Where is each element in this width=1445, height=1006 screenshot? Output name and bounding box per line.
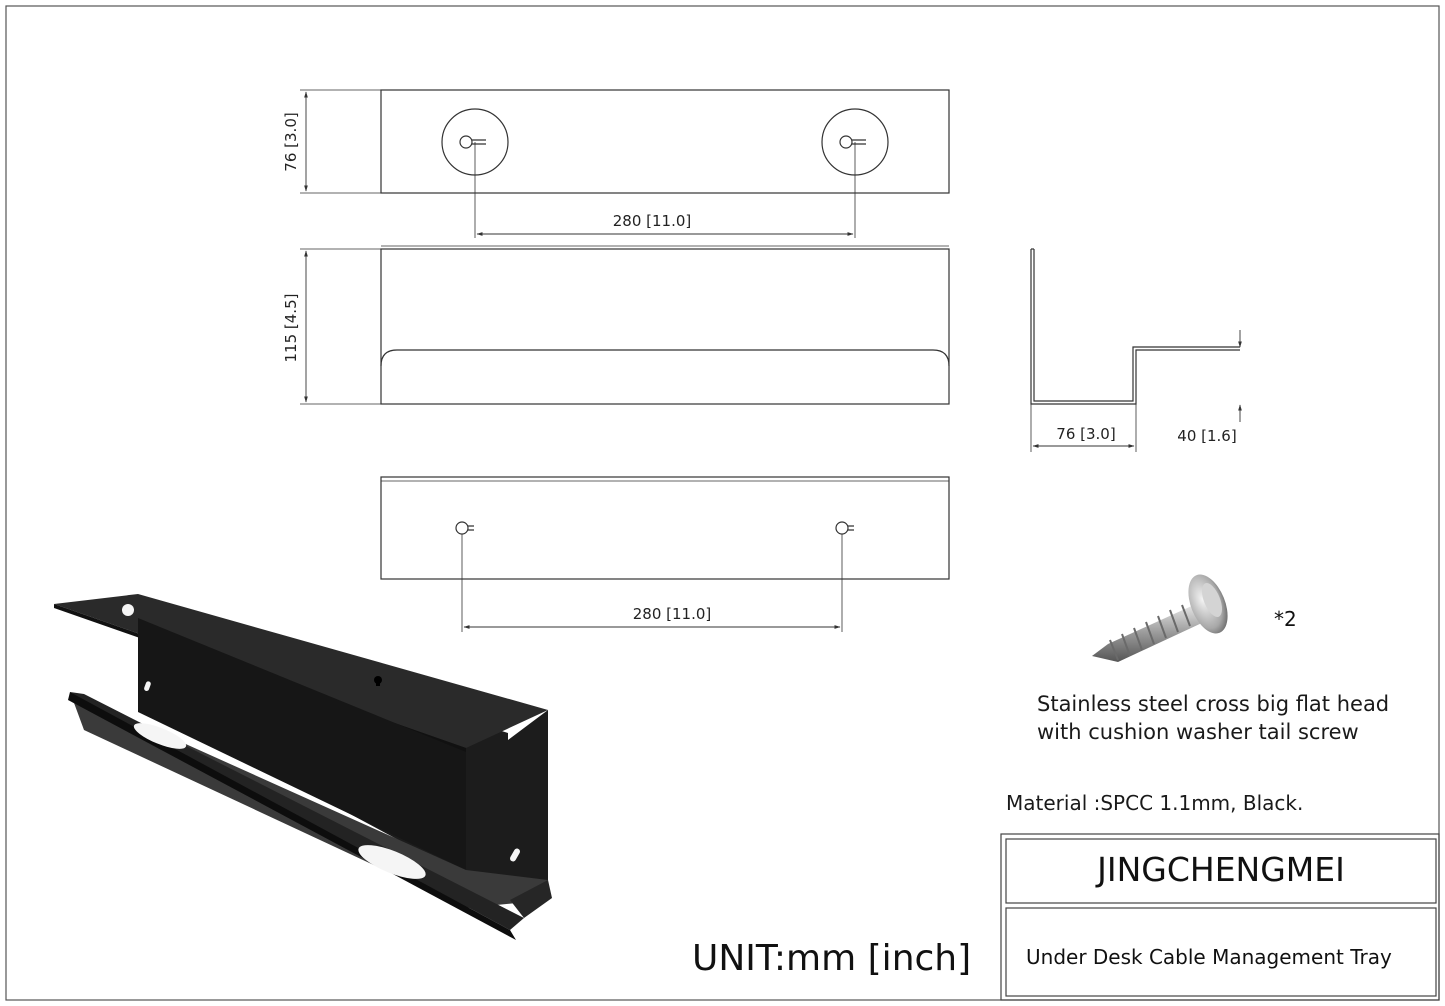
screw-description-line2: with cushion washer tail screw: [1037, 720, 1359, 744]
bottom-spacing-label: 280 [11.0]: [633, 605, 712, 623]
side-view: [1030, 248, 1240, 452]
product-title: Under Desk Cable Management Tray: [1026, 945, 1392, 969]
screw-quantity: *2: [1274, 607, 1297, 631]
front-height-label: 115 [4.5]: [282, 294, 300, 363]
sheet-border: [5, 5, 1440, 1001]
top-spacing-label: 280 [11.0]: [613, 212, 692, 230]
side-lip-label: 40 [1.6]: [1177, 427, 1236, 445]
title-block: [1000, 833, 1440, 1001]
screw-description: Stainless steel cross big flat head with…: [1037, 690, 1389, 746]
front-view: [300, 245, 950, 405]
tray-render: [54, 594, 552, 940]
top-view: [300, 89, 950, 238]
screw-image: [1092, 574, 1228, 662]
unit-label: UNIT:mm [inch]: [692, 938, 972, 979]
top-height-label: 76 [3.0]: [282, 112, 300, 171]
material-spec: Material :SPCC 1.1mm, Black.: [1006, 791, 1304, 815]
brand-name: JINGCHENGMEI: [1097, 850, 1345, 889]
bottom-view: [380, 476, 950, 632]
screw-description-line1: Stainless steel cross big flat head: [1037, 692, 1390, 716]
side-depth-label: 76 [3.0]: [1056, 425, 1115, 443]
